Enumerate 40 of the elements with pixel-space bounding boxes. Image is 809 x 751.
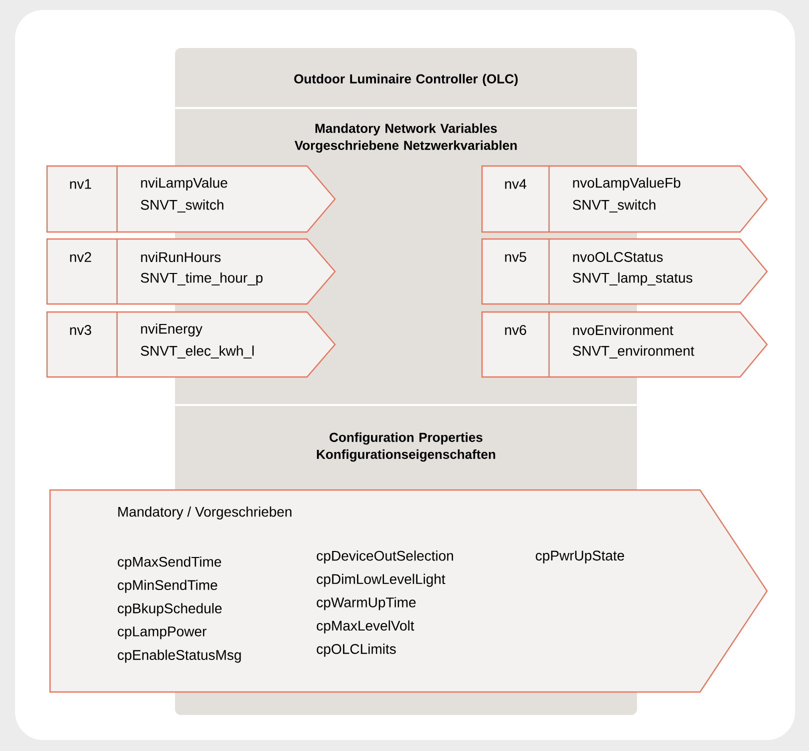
arrow-box (46, 238, 336, 305)
property-name: cpOLCLimits (316, 644, 396, 657)
variable-number: nv1 (70, 179, 92, 189)
variable-name: nvoEnvironment (573, 324, 674, 336)
section-heading: Mandatory / Vorgeschrieben (118, 506, 292, 520)
property-name: cpWarmUpTime (316, 597, 416, 610)
heading: Outdoor Luminaire Controller (OLC) (294, 74, 518, 86)
arrow-box (481, 165, 768, 233)
variable-name: SNVT_elec_kwh_l (140, 346, 254, 358)
variable-number: nv4 (505, 179, 526, 189)
property-name: cpDeviceOutSelection (316, 550, 454, 564)
variable-name: SNVT_switch (140, 200, 224, 212)
variable-name: SNVT_time_hour_p (140, 272, 263, 286)
property-name: cpBkupSchedule (118, 603, 222, 616)
property-name: cpLampPower (118, 626, 206, 640)
variable-name: nviLampValue (141, 177, 228, 191)
variable-name: SNVT_lamp_status (572, 272, 692, 286)
heading: Mandatory Network Variables Vorgeschriebene Netzwerkvariablen (294, 123, 517, 153)
property-name: cpEnableStatusMsg (118, 650, 241, 663)
variable-number: nv6 (505, 325, 526, 335)
arrow-box (481, 238, 768, 305)
arrow-box (46, 165, 336, 233)
property-name: cpMaxSendTime (118, 556, 222, 570)
variable-name: nvoOLCStatus (573, 252, 663, 262)
property-name: cpPwrUpState (536, 550, 624, 564)
variable-name: nviRunHours (141, 252, 221, 262)
arrow-box (481, 311, 768, 378)
variable-number: nv3 (70, 325, 92, 335)
arrow-box (46, 311, 336, 378)
heading: Configuration Properties Konfigurationseigenschaften (316, 432, 496, 462)
property-name: cpMaxLevelVolt (316, 620, 414, 634)
variable-name: SNVT_environment (572, 346, 694, 358)
variable-name: nviEnergy (141, 323, 202, 337)
arrow-box (49, 489, 768, 693)
variable-name: nvoLampValueFb (573, 177, 680, 191)
variable-number: nv5 (505, 252, 526, 262)
property-name: cpMinSendTime (118, 580, 218, 593)
variable-name: SNVT_switch (572, 200, 656, 212)
property-name: cpDimLowLevelLight (316, 574, 446, 587)
variable-number: nv2 (70, 252, 92, 262)
